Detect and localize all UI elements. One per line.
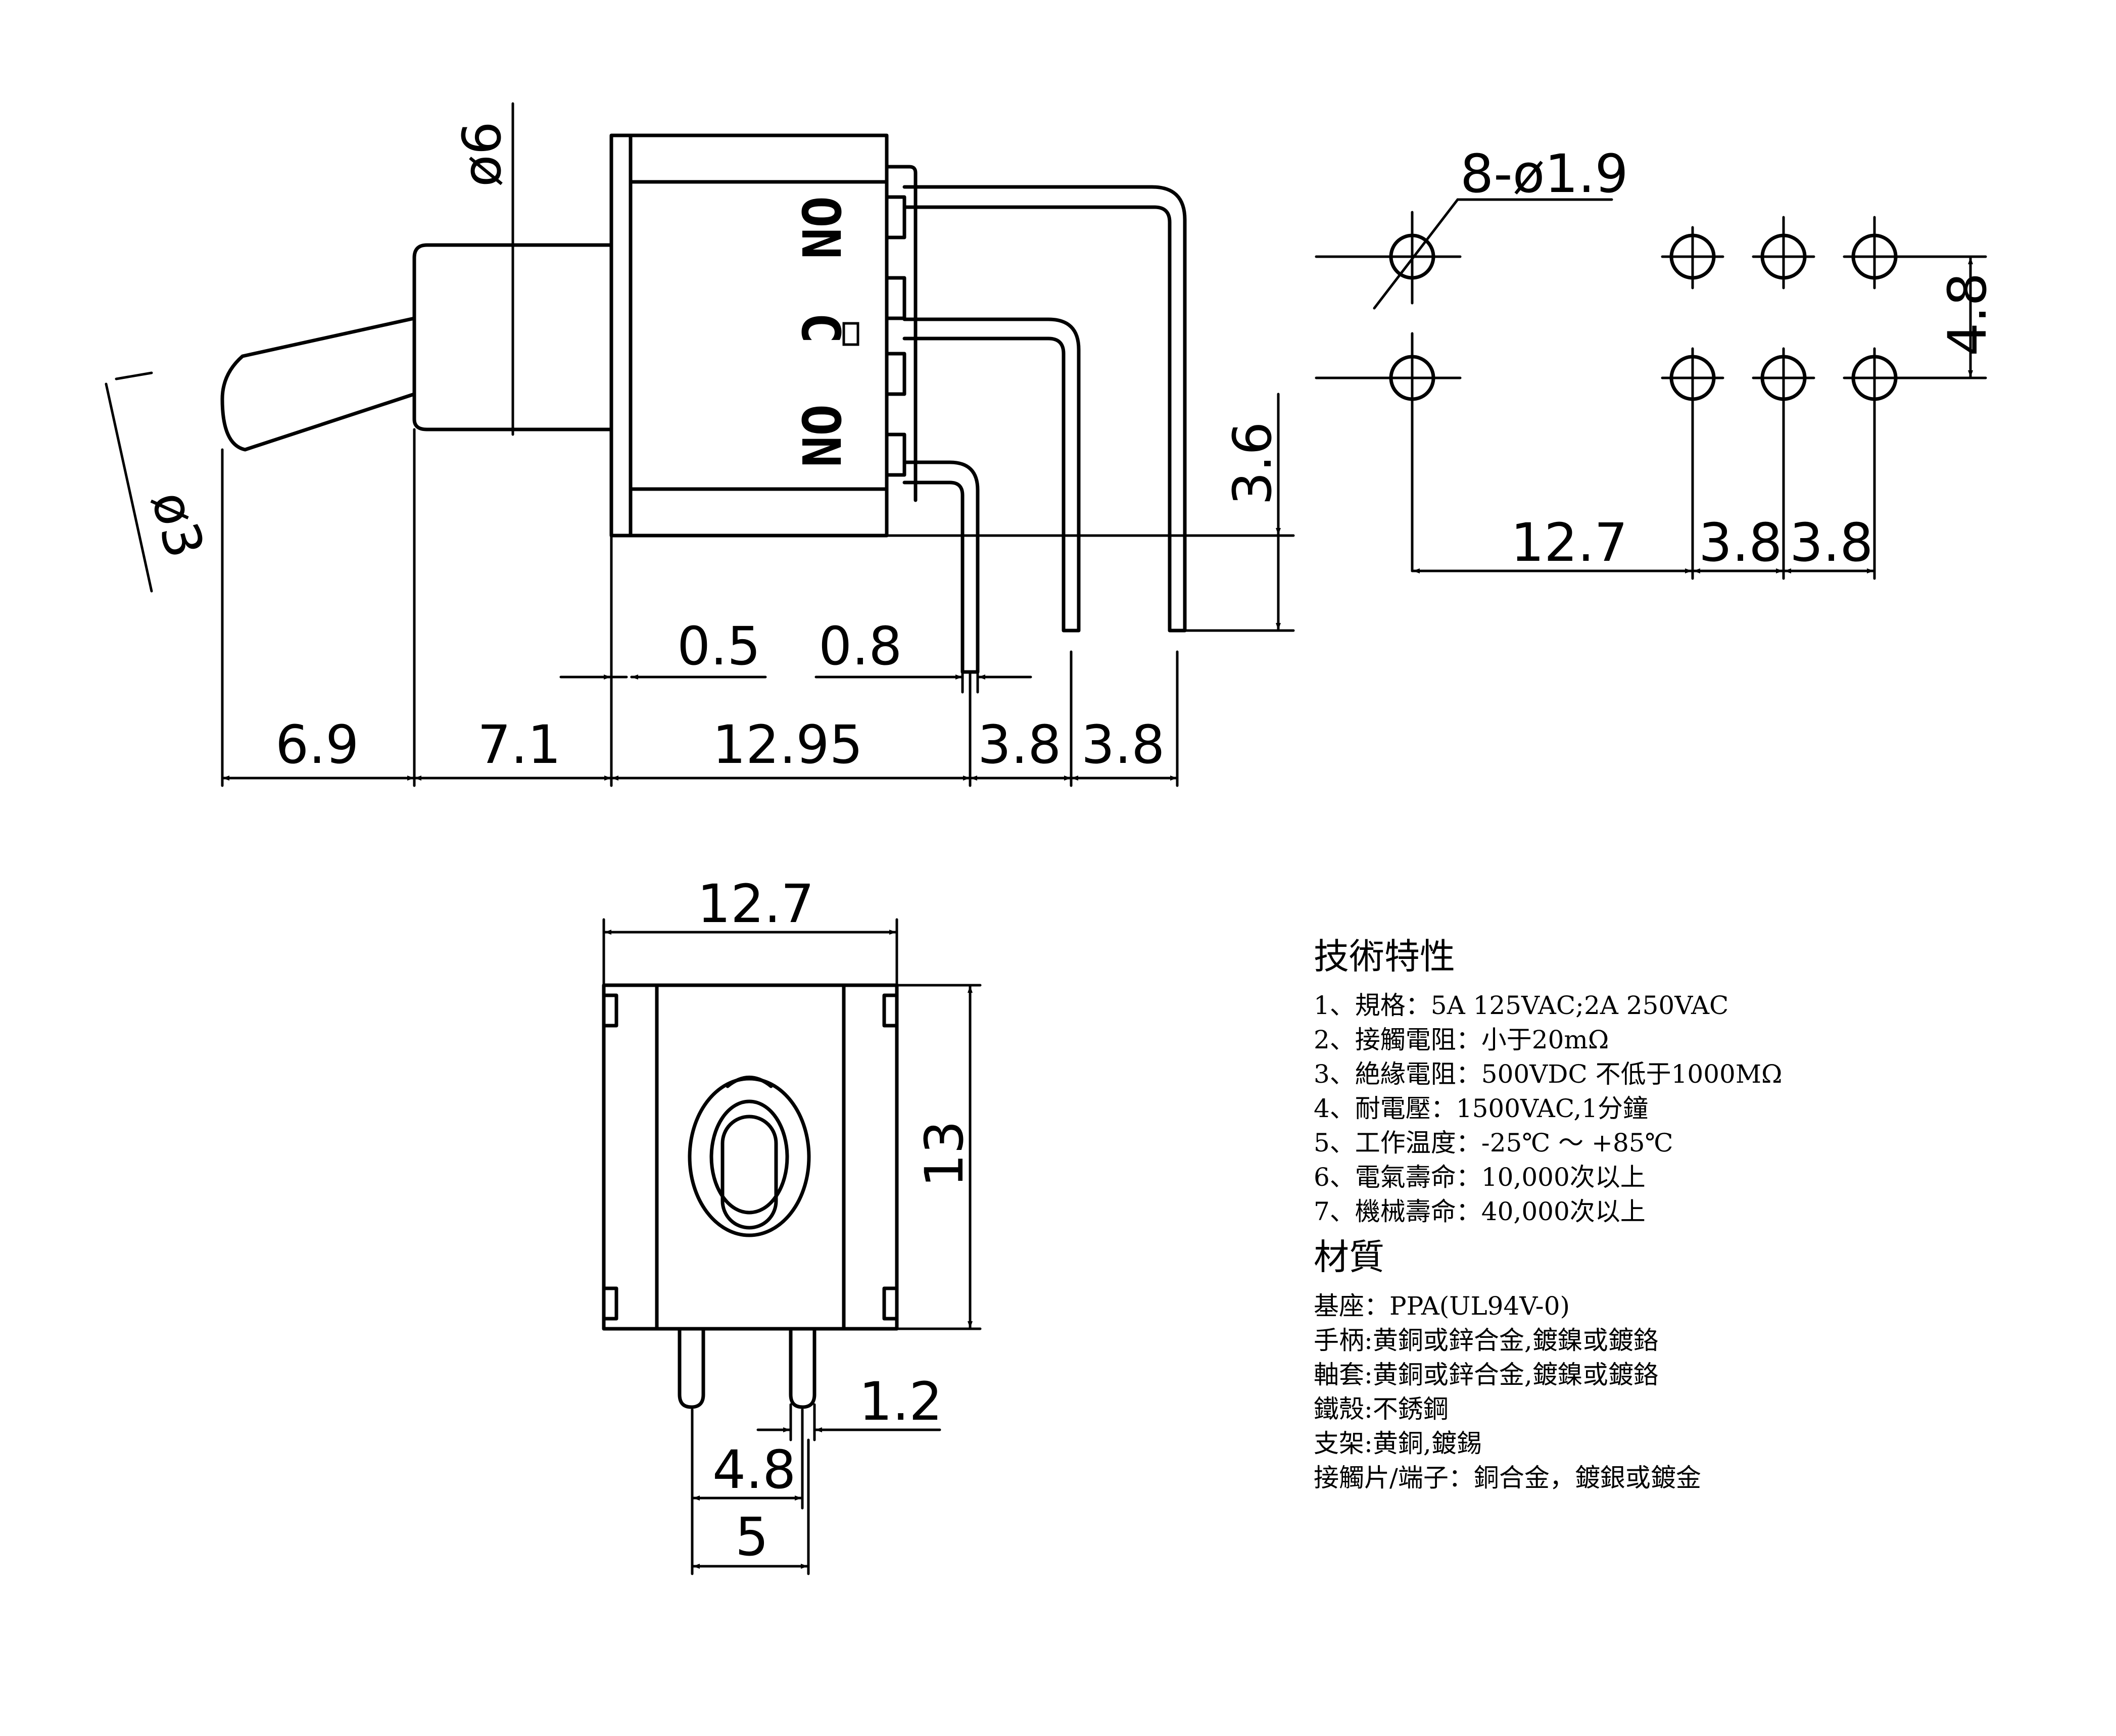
lever bbox=[220, 316, 416, 452]
dim-hole-pitch-v: 4.8 bbox=[1937, 273, 1998, 356]
front-toggle bbox=[720, 1115, 778, 1230]
label-center: C bbox=[790, 312, 851, 344]
tech-item: 7、機械壽命：40,000次以上 bbox=[1314, 1197, 1646, 1226]
material-item: 鐵殼:不銹鋼 bbox=[1314, 1394, 1449, 1424]
dim-0-5: 0.5 bbox=[677, 615, 760, 677]
hole bbox=[1843, 347, 1987, 580]
center-square bbox=[842, 322, 859, 346]
tech-item: 1、規格：5A 125VAC;2A 250VAC bbox=[1314, 991, 1729, 1020]
label-on-bottom: ON bbox=[790, 404, 851, 467]
dim-knob-dia: ø6 bbox=[451, 121, 513, 187]
dim-lever-dia: ø3 bbox=[139, 485, 216, 564]
bushing bbox=[412, 243, 613, 431]
material-item: 基座：PPA(UL94V-0) bbox=[1314, 1291, 1570, 1321]
dim-pin-width: 1.2 bbox=[859, 1371, 942, 1432]
tech-item: 2、接觸電阻：小于20mΩ bbox=[1314, 1025, 1609, 1054]
material-list: 基座：PPA(UL94V-0) 手柄:黄銅或鋅合金,鍍鎳或鍍鉻 軸套:黄銅或鋅合… bbox=[1314, 1289, 2072, 1495]
dim-holes: 8-ø1.9 bbox=[1460, 143, 1628, 205]
dim-7-1: 7.1 bbox=[477, 714, 561, 776]
terminal-inner bbox=[902, 460, 980, 674]
tech-item: 5、工作温度：-25℃ ～ +85℃ bbox=[1314, 1128, 1673, 1158]
hole bbox=[1315, 211, 1462, 305]
front-body bbox=[602, 983, 899, 1331]
tech-item: 4、耐電壓：1500VAC,1分鐘 bbox=[1314, 1094, 1649, 1123]
spec-panel: 技術特性 1、規格：5A 125VAC;2A 250VAC 2、接觸電阻：小于2… bbox=[1314, 937, 2072, 1495]
tech-title: 技術特性 bbox=[1314, 936, 1455, 977]
material-item: 接觸片/端子：銅合金，鍍銀或鍍金 bbox=[1314, 1463, 1701, 1492]
tech-list: 1、規格：5A 125VAC;2A 250VAC 2、接觸電阻：小于20mΩ 3… bbox=[1314, 988, 2072, 1229]
dim-pin-spacing: 4.8 bbox=[712, 1439, 796, 1501]
dim-0-8: 0.8 bbox=[819, 615, 902, 677]
terminal-middle bbox=[902, 317, 1081, 633]
material-item: 手柄:黄銅或鋅合金,鍍鎳或鍍鉻 bbox=[1314, 1326, 1659, 1355]
dim-6-9: 6.9 bbox=[275, 714, 359, 776]
terminal-outer bbox=[902, 185, 1187, 633]
dim-hole-12-7: 12.7 bbox=[1511, 512, 1628, 573]
dim-3-6: 3.6 bbox=[1222, 422, 1283, 505]
dim-pin-outer: 5 bbox=[735, 1506, 768, 1568]
hole-pattern: 8-ø1.9 4.8 12.7 3.8 3.8 bbox=[1315, 143, 1998, 580]
hole bbox=[1752, 347, 1815, 580]
hole bbox=[1315, 332, 1462, 572]
hole bbox=[1661, 347, 1724, 580]
hole bbox=[1843, 216, 1987, 290]
dim-hole-3-8-a: 3.8 bbox=[1699, 512, 1782, 573]
dim-front-width: 12.7 bbox=[697, 873, 814, 935]
label-on-top: ON bbox=[790, 196, 851, 259]
material-item: 支架:黄銅,鍍錫 bbox=[1314, 1429, 1482, 1458]
tech-item: 3、絶緣電阻：500VDC 不低于1000MΩ bbox=[1314, 1059, 1783, 1089]
material-title: 材質 bbox=[1314, 1236, 1384, 1278]
front-view: 12.7 13 1.2 4.8 5 bbox=[602, 873, 982, 1575]
pin-left bbox=[678, 1327, 705, 1409]
hole bbox=[1661, 226, 1724, 290]
hole bbox=[1752, 216, 1815, 290]
material-item: 軸套:黄銅或鋅合金,鍍鎳或鍍鉻 bbox=[1314, 1360, 1659, 1389]
dim-front-height: 13 bbox=[913, 1121, 975, 1187]
dim-12-95: 12.95 bbox=[712, 714, 863, 776]
dim-hole-3-8-b: 3.8 bbox=[1790, 512, 1873, 573]
dim-3-8-b: 3.8 bbox=[1081, 714, 1165, 776]
dim-3-8-a: 3.8 bbox=[978, 714, 1061, 776]
tech-item: 6、電氣壽命：10,000次以上 bbox=[1314, 1163, 1646, 1192]
pin-right bbox=[789, 1327, 816, 1409]
side-view: ON C ON ø6 ø3 6.9 7.1 1 bbox=[105, 102, 1295, 787]
